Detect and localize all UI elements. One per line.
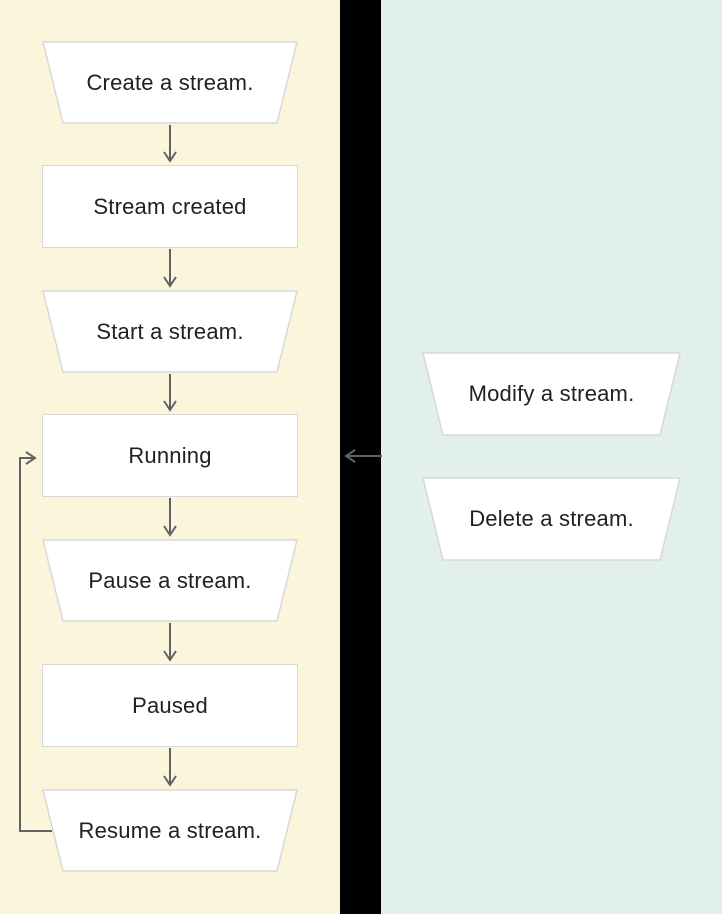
node-label: Pause a stream. bbox=[88, 567, 252, 593]
trapezoid-shape bbox=[42, 290, 298, 373]
trapezoid-shape bbox=[42, 789, 298, 872]
node-label: Create a stream. bbox=[86, 69, 254, 95]
trapezoid-shape bbox=[42, 41, 298, 124]
stream-lifecycle-panel: Create a stream. Stream created Start a … bbox=[0, 0, 340, 914]
trapezoid-shape bbox=[42, 539, 298, 622]
stream-actions-panel: Modify a stream. Delete a stream. bbox=[381, 0, 722, 914]
node-label: Delete a stream. bbox=[469, 506, 634, 531]
node-delete-a-stream: Delete a stream. bbox=[422, 477, 681, 561]
node-label: Start a stream. bbox=[96, 318, 244, 344]
node-paused: Paused bbox=[42, 664, 298, 747]
node-create-a-stream: Create a stream. bbox=[42, 41, 298, 124]
trapezoid-shape bbox=[422, 477, 681, 561]
node-label: Running bbox=[128, 442, 212, 468]
node-label: Stream created bbox=[93, 193, 247, 219]
node-label: Resume a stream. bbox=[78, 817, 262, 843]
node-running: Running bbox=[42, 414, 298, 497]
node-start-a-stream: Start a stream. bbox=[42, 290, 298, 373]
node-label: Paused bbox=[132, 692, 208, 718]
node-label: Modify a stream. bbox=[468, 381, 635, 406]
node-pause-a-stream: Pause a stream. bbox=[42, 539, 298, 622]
node-modify-a-stream: Modify a stream. bbox=[422, 352, 681, 436]
trapezoid-shape bbox=[422, 352, 681, 436]
node-stream-created: Stream created bbox=[42, 165, 298, 248]
node-resume-a-stream: Resume a stream. bbox=[42, 789, 298, 872]
